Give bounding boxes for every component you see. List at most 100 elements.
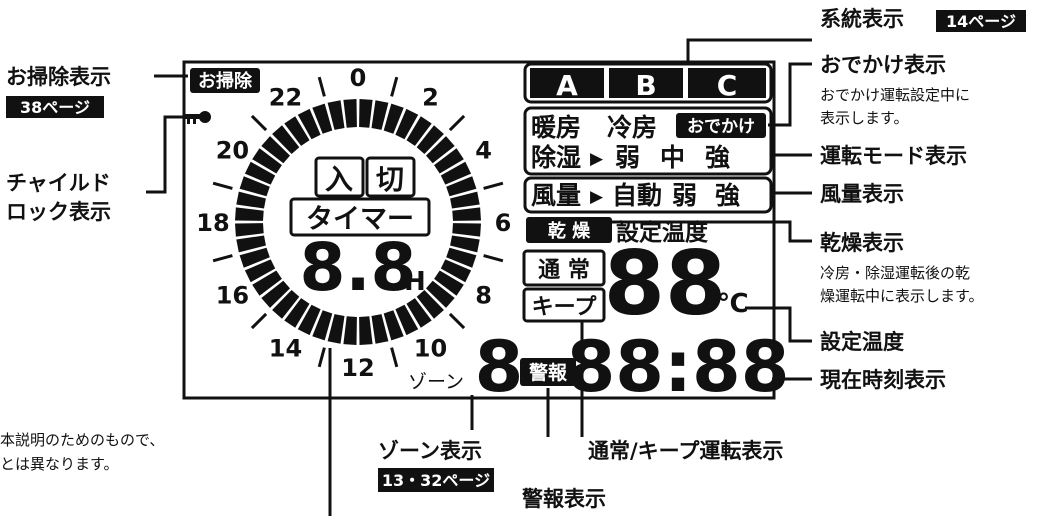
timer-ring-segment xyxy=(343,316,357,345)
callout-keitou: 系統表示 xyxy=(820,7,904,31)
mode-chuu: 中 xyxy=(660,143,685,172)
keitou-b-box xyxy=(609,68,683,98)
timer-ring-segment xyxy=(383,310,404,341)
mode-kyou: 強 xyxy=(705,143,730,172)
timer-ring-segment xyxy=(440,259,472,283)
mode-arrow: ▶ xyxy=(590,149,604,169)
timer-ring-segment xyxy=(371,314,389,344)
timer-ring xyxy=(235,99,481,345)
mode-joshitsu: 除湿 xyxy=(531,143,581,172)
mode-danbou: 暖房 xyxy=(531,113,581,142)
timer-ring-segment xyxy=(416,290,444,319)
tsujou-label: 通 常 xyxy=(538,257,590,283)
callout-osouji: お掃除表示 xyxy=(6,65,111,89)
callout-tsujou-keep: 通常/キープ運転表示 xyxy=(588,439,783,463)
mode-reibou: 冷房 xyxy=(607,113,657,142)
callout-genzai-jikoku: 現在時刻表示 xyxy=(820,368,946,392)
hour-label: 18 xyxy=(196,209,229,237)
hour-tick xyxy=(212,254,233,263)
hour-label: 22 xyxy=(269,83,302,111)
hour-label: 14 xyxy=(269,335,302,363)
osouji-badge xyxy=(190,68,260,93)
timer-ring-segment xyxy=(236,191,266,209)
fuuryou-auto: 自動 xyxy=(612,181,662,210)
hour-tick xyxy=(317,347,326,368)
kiri-box xyxy=(365,156,416,198)
timer-unit: H xyxy=(404,267,426,297)
timer-ring-segment xyxy=(452,207,481,221)
timer-ring-segment xyxy=(359,99,373,128)
zone-page: 13・32ページ xyxy=(382,471,490,490)
timer-ring-segment xyxy=(244,259,276,283)
timer-ring-segment xyxy=(297,108,321,140)
leader-settei xyxy=(745,306,812,343)
timer-ring-segment xyxy=(272,290,300,319)
hour-tick xyxy=(390,76,399,97)
kansou-note-2: 燥運転中に表示します。 xyxy=(820,287,984,305)
hour-label: 16 xyxy=(216,282,249,310)
timer-ring-segment xyxy=(406,298,432,328)
kansou-badge xyxy=(526,217,612,243)
timer-ring-segment xyxy=(450,235,480,253)
timer-ring-segment xyxy=(395,304,419,336)
temp-unit: ℃ xyxy=(717,289,748,319)
osouji-badge-text: お掃除 xyxy=(198,70,253,92)
hour-tick xyxy=(317,76,326,97)
keitou-c-box xyxy=(688,68,766,98)
keep-label: キープ xyxy=(532,295,598,320)
keihou-badge-text: 警報 xyxy=(529,361,568,384)
keitou-b: B xyxy=(635,69,656,102)
hour-tick xyxy=(448,312,466,330)
timer-digits: 8.8 xyxy=(300,229,417,306)
leader-odekake xyxy=(768,62,812,127)
hour-tick xyxy=(212,181,233,190)
timer-ring-segment xyxy=(343,99,357,128)
callout-zone: ゾーン表示 xyxy=(378,439,482,463)
callout-keihou: 警報表示 xyxy=(521,487,606,511)
hour-tick xyxy=(483,181,504,190)
timer-ring-segment xyxy=(434,148,464,174)
odekake-badge xyxy=(676,113,766,138)
hour-label: 12 xyxy=(341,354,374,382)
tsujou-box xyxy=(522,249,606,287)
footnote-line-2: とは異なります。 xyxy=(0,455,119,473)
osouji-page: 38ページ xyxy=(20,98,90,117)
timer-ring-segment xyxy=(284,298,310,328)
timer-ring-segment xyxy=(272,125,300,154)
callout-fuuryou: 風量表示 xyxy=(820,182,904,206)
keitou-page: 14ページ xyxy=(946,12,1016,31)
lcd-frame xyxy=(182,60,776,400)
timer-ring-segment xyxy=(252,148,282,174)
kansou-badge-text: 乾 燥 xyxy=(548,220,591,242)
timer-ring-segment xyxy=(406,116,432,146)
timer-ring-segment xyxy=(440,161,472,185)
timer-ring-segment xyxy=(426,280,455,308)
callout-kansou: 乾燥表示 xyxy=(820,231,904,255)
hour-label: 0 xyxy=(350,64,367,92)
zone-page-badge xyxy=(378,468,494,492)
hour-label: 10 xyxy=(414,335,447,363)
zone-label: ゾーン xyxy=(408,371,464,393)
timer-ring-segment xyxy=(312,310,333,341)
callout-unten-mode: 運転モード表示 xyxy=(820,144,967,168)
hour-tick xyxy=(250,312,268,330)
hour-label: 20 xyxy=(216,137,249,165)
timer-ring-segment xyxy=(446,176,477,197)
timer-ring-segment xyxy=(261,136,290,164)
timer-ring-segment xyxy=(371,100,389,130)
odekake-note-1: おでかけ運転設定中に xyxy=(820,86,970,104)
timer-ring-segment xyxy=(327,100,345,130)
hour-tick xyxy=(483,254,504,263)
timer-ring-segment xyxy=(284,116,310,146)
timer-ring-segment xyxy=(426,136,455,164)
timer-ring-segment xyxy=(239,247,270,268)
osouji-page-badge xyxy=(6,96,104,118)
hour-tick xyxy=(390,347,399,368)
timer-ring-segment xyxy=(297,304,321,336)
key-icon xyxy=(185,111,211,124)
keitou-a-box xyxy=(530,68,604,98)
iri-label: 入 xyxy=(325,163,353,196)
timer-ring-segment xyxy=(434,270,464,296)
fuuryou-frame xyxy=(523,176,773,214)
